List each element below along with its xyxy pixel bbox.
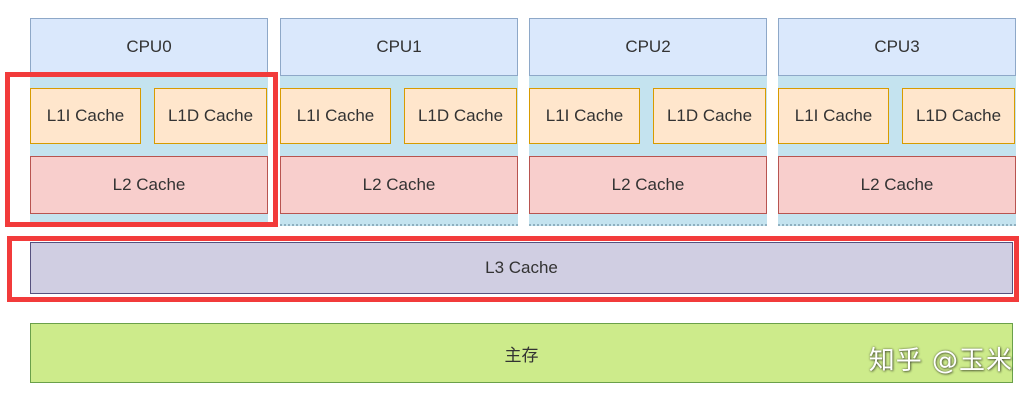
l1i-cache-box: L1I Cache [529, 88, 640, 144]
l1d-cache-box: L1D Cache [154, 88, 267, 144]
l1i-cache-box: L1I Cache [30, 88, 141, 144]
watermark: 知乎 @玉米 [868, 346, 1013, 376]
cpu-label: CPU1 [280, 18, 518, 76]
cpu-core-1: CPU1 L1I Cache L1D Cache L2 Cache [280, 18, 518, 226]
l1d-cache-box: L1D Cache [902, 88, 1015, 144]
main-memory-box: 主存 [30, 323, 1013, 383]
l1d-cache-box: L1D Cache [404, 88, 517, 144]
cpu-core-0: CPU0 L1I Cache L1D Cache L2 Cache [30, 18, 268, 226]
cpu-label: CPU0 [30, 18, 268, 76]
l3-cache-box: L3 Cache [30, 242, 1013, 294]
l2-cache-box: L2 Cache [529, 156, 767, 214]
l1i-cache-box: L1I Cache [778, 88, 889, 144]
cpu-core-3: CPU3 L1I Cache L1D Cache L2 Cache [778, 18, 1016, 226]
cpu-core-2: CPU2 L1I Cache L1D Cache L2 Cache [529, 18, 767, 226]
l1i-cache-box: L1I Cache [280, 88, 391, 144]
cpu-label: CPU3 [778, 18, 1016, 76]
l2-cache-box: L2 Cache [778, 156, 1016, 214]
l1d-cache-box: L1D Cache [653, 88, 766, 144]
l2-cache-box: L2 Cache [30, 156, 268, 214]
l2-cache-box: L2 Cache [280, 156, 518, 214]
cpu-label: CPU2 [529, 18, 767, 76]
